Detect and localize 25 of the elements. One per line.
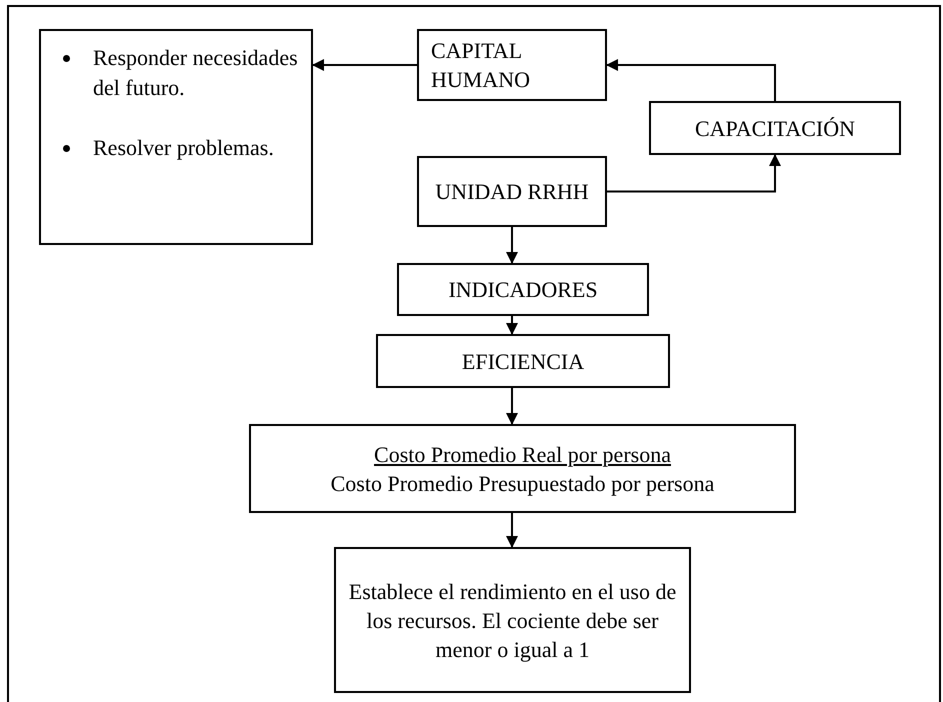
arrow (506, 513, 518, 548)
arrow (607, 154, 781, 192)
process-box (397, 263, 649, 316)
numerator-text: Costo Promedio Real por persona (374, 440, 671, 468)
box-text: CAPACITACIÓN (694, 114, 855, 142)
process-box (249, 424, 796, 513)
arrow (506, 227, 518, 264)
process-box (649, 101, 901, 155)
arrow (312, 59, 417, 71)
box-text: CAPITAL HUMANO (431, 37, 531, 94)
arrow (506, 316, 518, 335)
bullet-text: Resolver problemas. (93, 135, 274, 160)
denominator-text: Costo Promedio Presupuestado por persona (330, 470, 714, 498)
arrow (506, 388, 518, 425)
box-text: INDICADORES (448, 276, 598, 304)
arrow (606, 59, 776, 101)
process-box (376, 334, 670, 388)
box-text: EFICIENCIA (462, 348, 584, 376)
process-box (417, 29, 607, 101)
box-text: Establece el rendimiento en el uso de los recursos. El cociente debe ser menor o igual a 1 (348, 578, 677, 664)
text-box (39, 29, 313, 245)
box-text: UNIDAD RRHH (435, 178, 589, 206)
bullet-text: Responder necesidades del futuro. (93, 45, 298, 100)
process-box (417, 156, 607, 227)
process-box (334, 547, 691, 693)
